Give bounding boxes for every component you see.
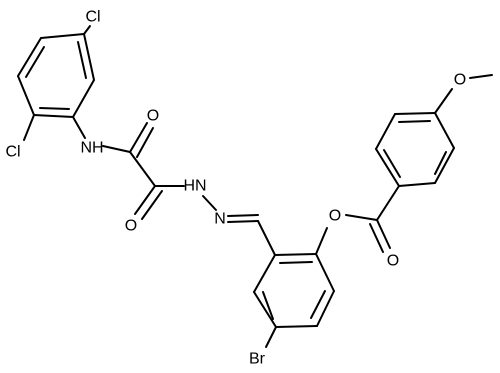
label-cl-top: Cl (85, 9, 100, 26)
bond-omethoxy-ch3 (469, 74, 493, 79)
bond-imine-a (227, 220, 259, 223)
bond-nh-c1 (102, 145, 131, 153)
label-n-imine: N (214, 211, 226, 228)
bromophenyl-ring (253, 253, 335, 328)
bond-ring-br (265, 326, 277, 348)
label-o-carbonyl: O (387, 253, 399, 270)
label-o-amide2: O (125, 218, 137, 235)
label-o-ester: O (329, 208, 341, 225)
bond-c2-o2b (141, 190, 163, 220)
label-o-methoxy: O (454, 72, 466, 89)
bond-ring-oester (315, 227, 328, 255)
bond-hn-n (202, 195, 217, 211)
bond-imine-b (227, 214, 259, 217)
label-hn-hydrazide: HN (183, 178, 206, 195)
bond-ring-cl-left (23, 114, 35, 141)
label-o-amide1: O (147, 108, 159, 125)
bond-ch-ring (257, 220, 276, 256)
bond-oester-c (345, 214, 378, 221)
methoxyphenyl-ring (375, 112, 455, 187)
bond-ring-cl-top (83, 25, 91, 35)
label-nh-amide: NH (80, 140, 103, 157)
label-cl-left: Cl (5, 144, 20, 161)
bond-c1-o1a (129, 122, 148, 153)
bond-c-ocarbonyl-a (376, 219, 391, 249)
label-br: Br (249, 351, 266, 368)
bond-ring-nh (72, 116, 86, 139)
bond-c1-o1b (136, 127, 154, 158)
dichlorophenyl-ring (17, 33, 95, 118)
bond-c-ring (376, 185, 400, 221)
bond-ring-omethoxy (434, 88, 453, 114)
bond-c-ocarbonyl-b (369, 223, 384, 253)
bond-c2-o2a (134, 185, 156, 215)
bond-c1-c2 (129, 151, 156, 187)
